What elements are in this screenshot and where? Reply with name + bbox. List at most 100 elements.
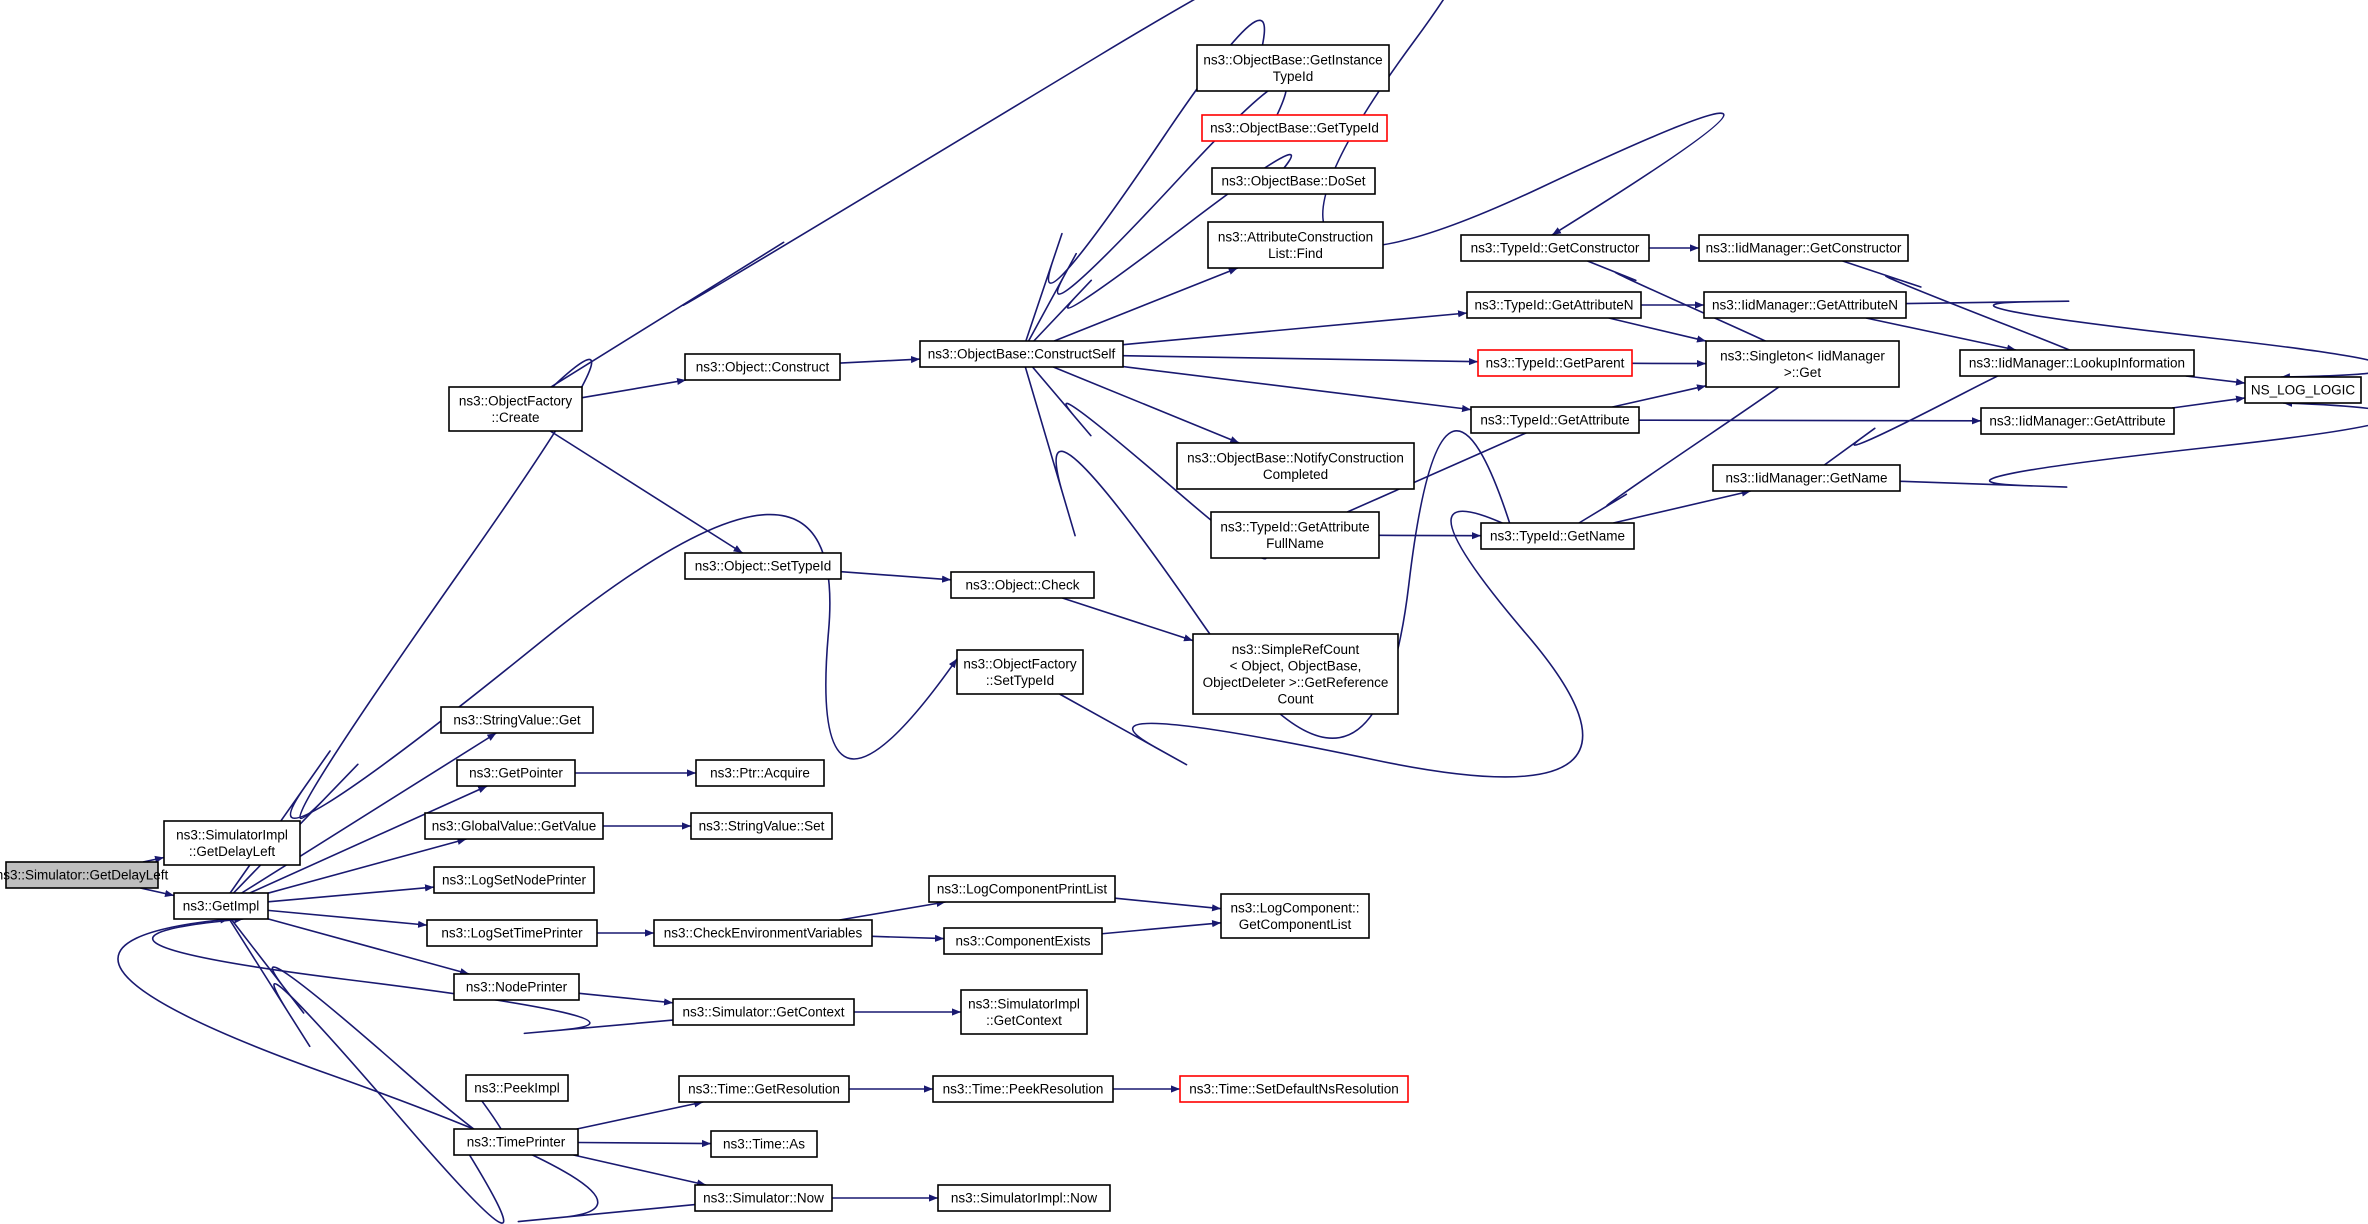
graph-node-simplerefcount[interactable]: ns3::SimpleRefCount< Object, ObjectBase,… [1192, 633, 1399, 715]
node-label-line: ns3::Simulator::GetContext [682, 1005, 844, 1020]
edge-getimpl-to-nodeprinter [267, 918, 470, 976]
graph-node-iid-getname[interactable]: ns3::IidManager::GetName [1712, 464, 1901, 492]
node-label-line: ns3::CheckEnvironmentVariables [664, 926, 863, 941]
node-box [440, 706, 594, 734]
graph-node-time-peekresolution[interactable]: ns3::Time::PeekResolution [932, 1075, 1114, 1103]
graph-node-getimpl[interactable]: ns3::GetImpl [173, 892, 269, 920]
graph-node-typeid-getname[interactable]: ns3::TypeId::GetName [1480, 522, 1635, 550]
node-box [456, 759, 576, 787]
graph-node-typeid-getconstructor[interactable]: ns3::TypeId::GetConstructor [1460, 234, 1650, 262]
edge-objbase-constructself-to-attrconstr-find [1053, 267, 1238, 342]
edge-objfactory-create-to-object-construct [581, 377, 687, 399]
graph-node-object-settypeid[interactable]: ns3::Object::SetTypeId [684, 552, 842, 580]
node-box [943, 927, 1103, 955]
graph-node-stringvalue-set[interactable]: ns3::StringValue::Set [690, 812, 833, 840]
node-label-line: ns3::GetImpl [183, 899, 260, 914]
graph-node-typeid-getattribute[interactable]: ns3::TypeId::GetAttribute [1470, 406, 1640, 434]
graph-node-objbase-notify[interactable]: ns3::ObjectBase::NotifyConstructionCompl… [1176, 442, 1415, 490]
graph-node-simulator-now[interactable]: ns3::Simulator::Now [694, 1184, 833, 1212]
graph-node-globalvalue-getvalue[interactable]: ns3::GlobalValue::GetValue [424, 812, 604, 840]
node-label-line: ns3::ObjectBase::GetInstance [1203, 52, 1382, 67]
graph-node-object-construct[interactable]: ns3::Object::Construct [684, 353, 841, 381]
graph-node-simimpl-getdelay[interactable]: ns3::SimulatorImpl::GetDelayLeft [163, 820, 301, 866]
node-box [690, 812, 833, 840]
graph-node-iid-getattributen[interactable]: ns3::IidManager::GetAttributeN [1703, 291, 1907, 319]
edge-iid-lookup-to-ns-log-logic [2185, 375, 2246, 386]
edge-timeprinter-to-time-getresolution [576, 1100, 704, 1130]
graph-node-objbase-gettypeid[interactable]: ns3::ObjectBase::GetTypeId [1201, 114, 1388, 142]
edge-typeid-getname-to-iid-getname [1613, 489, 1751, 524]
graph-node-ptr-acquire[interactable]: ns3::Ptr::Acquire [695, 759, 825, 787]
edge-objbase-constructself-to-objbase-doset [1033, 153, 1293, 342]
graph-node-singleton-get[interactable]: ns3::Singleton< IidManager>::Get [1705, 340, 1900, 388]
node-label-line: ns3::SimulatorImpl [176, 827, 288, 842]
graph-node-iid-getconstructor[interactable]: ns3::IidManager::GetConstructor [1698, 234, 1909, 262]
node-label-line: ::GetDelayLeft [189, 844, 276, 859]
graph-node-objfactory-settypeid[interactable]: ns3::ObjectFactory::SetTypeId [956, 649, 1084, 695]
graph-node-typeid-getattributen[interactable]: ns3::TypeId::GetAttributeN [1466, 291, 1642, 319]
node-box [1477, 349, 1633, 377]
graph-node-ns-log-logic[interactable]: NS_LOG_LOGIC [2244, 376, 2362, 404]
node-label-line: ns3::IidManager::LookupInformation [1969, 356, 2185, 371]
graph-node-simulator-getcontext[interactable]: ns3::Simulator::GetContext [672, 998, 855, 1026]
graph-node-logsetnodeprinter[interactable]: ns3::LogSetNodePrinter [433, 866, 595, 894]
edge-getimpl-to-objfactory-settypeid [229, 513, 958, 894]
node-label-line: ns3::Ptr::Acquire [710, 766, 810, 781]
graph-node-checkenvvars[interactable]: ns3::CheckEnvironmentVariables [653, 919, 873, 947]
graph-node-root[interactable]: ns3::Simulator::GetDelayLeft [0, 861, 169, 889]
graph-node-peekimpl[interactable]: ns3::PeekImpl [465, 1074, 569, 1102]
node-box [684, 353, 841, 381]
node-box [684, 552, 842, 580]
graph-node-timeprinter[interactable]: ns3::TimePrinter [453, 1128, 579, 1156]
graph-node-logcomponentprintlist[interactable]: ns3::LogComponentPrintList [928, 875, 1116, 903]
edge-timeprinter-to-simulator-now [573, 1154, 707, 1187]
graph-node-componentexists[interactable]: ns3::ComponentExists [943, 927, 1103, 955]
graph-node-iid-lookup[interactable]: ns3::IidManager::LookupInformation [1959, 349, 2195, 377]
node-label-line: >::Get [1784, 365, 1821, 380]
edge-typeid-getattribute-to-singleton-get [1612, 384, 1707, 408]
node-box [937, 1184, 1111, 1212]
edge-getimpl-to-logsetnodeprinter [267, 884, 435, 903]
edge-iid-getattributen-to-ns-log-logic [1905, 300, 2368, 381]
node-label-line: ns3::Time::As [723, 1137, 805, 1152]
node-label-line: ns3::SimulatorImpl [968, 996, 1080, 1011]
edge-getimpl-to-timeprinter [228, 918, 505, 1224]
edge-componentexists-to-logcomponent-getlist [1101, 920, 1222, 935]
graph-node-logsettimeprinter[interactable]: ns3::LogSetTimePrinter [426, 919, 598, 947]
edge-nodeprinter-to-simulator-getcontext [578, 992, 674, 1006]
node-box [1712, 464, 1901, 492]
edge-checkenvvars-to-componentexists [871, 934, 945, 942]
graph-node-stringvalue-get[interactable]: ns3::StringValue::Get [440, 706, 594, 734]
node-box [1980, 407, 2175, 435]
graph-node-time-setdefault[interactable]: ns3::Time::SetDefaultNsResolution [1179, 1075, 1409, 1103]
node-label-line: ns3::Simulator::Now [703, 1191, 824, 1206]
graph-node-simimpl-getcontext[interactable]: ns3::SimulatorImpl::GetContext [960, 989, 1088, 1035]
node-label-line: ns3::PeekImpl [474, 1081, 560, 1096]
graph-node-objbase-constructself[interactable]: ns3::ObjectBase::ConstructSelf [919, 340, 1124, 368]
node-label-line: ns3::Singleton< IidManager [1720, 348, 1885, 363]
graph-node-time-getresolution[interactable]: ns3::Time::GetResolution [678, 1075, 850, 1103]
graph-node-object-check[interactable]: ns3::Object::Check [950, 571, 1095, 599]
node-label-line: ns3::StringValue::Get [453, 713, 581, 728]
node-label-line: ns3::Time::SetDefaultNsResolution [1189, 1082, 1399, 1097]
node-label-line: ns3::Time::GetResolution [688, 1082, 840, 1097]
graph-node-logcomponent-getlist[interactable]: ns3::LogComponent::GetComponentList [1220, 893, 1370, 939]
node-label-line: ns3::LogSetTimePrinter [441, 926, 583, 941]
node-label-line: ns3::TypeId::GetName [1490, 529, 1625, 544]
graph-node-objbase-doset[interactable]: ns3::ObjectBase::DoSet [1211, 167, 1376, 195]
graph-node-typeid-getparent[interactable]: ns3::TypeId::GetParent [1477, 349, 1633, 377]
node-label-line: ns3::StringValue::Set [699, 819, 825, 834]
edge-typeid-getattribute-to-iid-getattribute [1638, 417, 1982, 425]
graph-node-iid-getattribute[interactable]: ns3::IidManager::GetAttribute [1980, 407, 2175, 435]
node-box [932, 1075, 1114, 1103]
graph-node-simimpl-now[interactable]: ns3::SimulatorImpl::Now [937, 1184, 1111, 1212]
node-label-line: ::Create [491, 410, 539, 425]
node-box [2244, 376, 2362, 404]
graph-node-objfactory-create[interactable]: ns3::ObjectFactory::Create [448, 386, 583, 432]
graph-node-nodeprinter[interactable]: ns3::NodePrinter [453, 973, 580, 1001]
graph-node-getpointer[interactable]: ns3::GetPointer [456, 759, 576, 787]
graph-node-time-as[interactable]: ns3::Time::As [710, 1130, 818, 1158]
